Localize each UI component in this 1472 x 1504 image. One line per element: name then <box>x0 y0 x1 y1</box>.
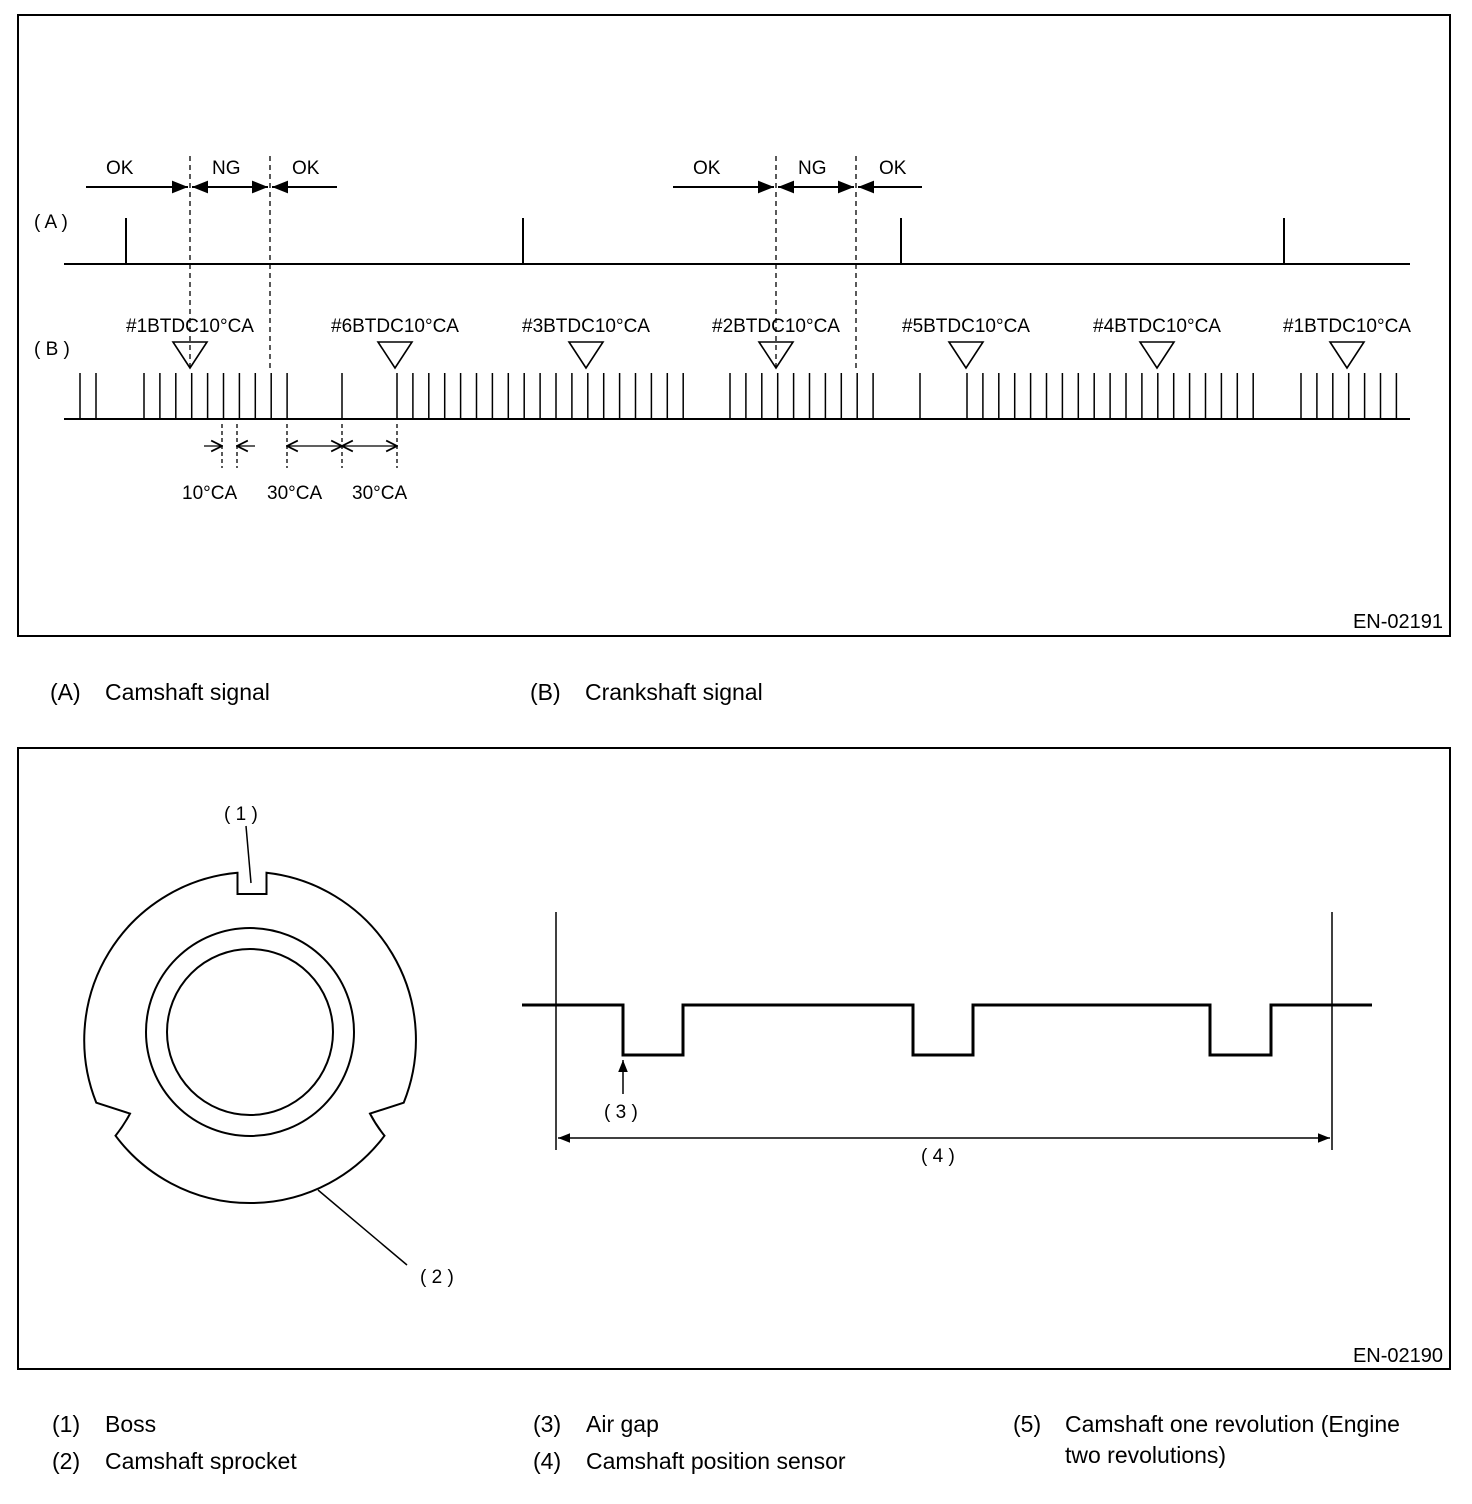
sensor-waveform <box>522 912 1372 1150</box>
signal-b-label: ( B ) <box>34 339 70 360</box>
tdc-marker-triangle <box>171 341 209 370</box>
legend-b-num: (B) <box>530 679 561 705</box>
callout-3: ( 3 ) <box>604 1102 638 1123</box>
ng-label: NG <box>798 158 827 179</box>
ok-label: OK <box>693 158 721 179</box>
tdc-marker-triangle <box>1328 341 1366 370</box>
tdc-label-1b: #1BTDC10°CA <box>1283 316 1411 337</box>
legend-5-num: (5) <box>1013 1411 1041 1437</box>
angle-30b-label: 30°CA <box>352 483 407 504</box>
camshaft-signal-trace <box>64 218 1410 265</box>
ok-label: OK <box>292 158 320 179</box>
legend-a-num: (A) <box>50 679 81 705</box>
tdc-markers <box>171 341 1366 370</box>
legend-b-text: Crankshaft signal <box>585 679 763 705</box>
tdc-label-5: #5BTDC10°CA <box>902 316 1030 337</box>
legend-5-text: Camshaft one revolution (Engine <box>1065 1411 1400 1437</box>
tdc-marker-triangle <box>567 341 605 370</box>
legend-1-text: Boss <box>105 1411 156 1437</box>
callout-1: ( 1 ) <box>224 804 258 825</box>
tdc-label-2: #2BTDC10°CA <box>712 316 840 337</box>
tdc-label-1: #1BTDC10°CA <box>126 316 254 337</box>
legend-1-num: (1) <box>52 1411 80 1437</box>
angle-10-label: 10°CA <box>182 483 237 504</box>
legend-2-text: Camshaft sprocket <box>105 1448 297 1474</box>
tdc-marker-triangle <box>376 341 414 370</box>
signal-a-label: ( A ) <box>34 212 68 233</box>
ok-label: OK <box>106 158 134 179</box>
legend-3-num: (3) <box>533 1411 561 1437</box>
tdc-label-6: #6BTDC10°CA <box>331 316 459 337</box>
ok-label: OK <box>879 158 907 179</box>
tdc-label-4: #4BTDC10°CA <box>1093 316 1221 337</box>
figure2-code: EN-02190 <box>1353 1345 1443 1367</box>
legend-a-text: Camshaft signal <box>105 679 270 705</box>
angle-dimensions <box>204 424 397 468</box>
figure2-frame <box>17 747 1451 1370</box>
tdc-label-3: #3BTDC10°CA <box>522 316 650 337</box>
ng-label: NG <box>212 158 241 179</box>
crankshaft-signal-trace <box>64 373 1410 420</box>
callout-4: ( 4 ) <box>921 1146 955 1167</box>
angle-30a-label: 30°CA <box>267 483 322 504</box>
tdc-marker-triangle <box>1138 341 1176 370</box>
leader-lines <box>245 825 408 1266</box>
camshaft-sprocket <box>83 871 417 1204</box>
legend-4-text: Camshaft position sensor <box>586 1448 846 1474</box>
legend-4-num: (4) <box>533 1448 561 1474</box>
figure1-frame <box>17 14 1451 637</box>
tdc-marker-triangle <box>757 341 795 370</box>
figure1-code: EN-02191 <box>1353 611 1443 633</box>
legend-3-text: Air gap <box>586 1411 659 1437</box>
callout-2: ( 2 ) <box>420 1267 454 1288</box>
legend-5-text-cont: two revolutions) <box>1065 1442 1226 1468</box>
tdc-marker-triangle <box>947 341 985 370</box>
legend-2-num: (2) <box>52 1448 80 1474</box>
